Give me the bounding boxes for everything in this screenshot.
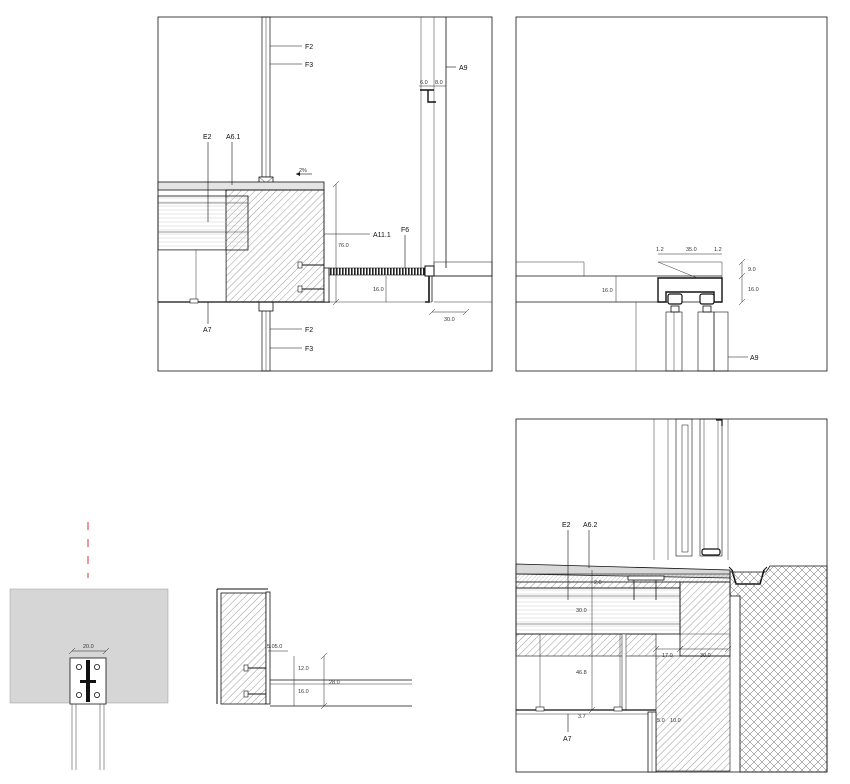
label-a7-top: A7: [203, 327, 212, 334]
dim-28: 28.0: [329, 680, 340, 686]
label-f2-bottom: F2: [305, 327, 313, 334]
slope-label: 2%: [299, 168, 307, 174]
lower-clamp: [258, 301, 274, 312]
dim-16: 16.0: [373, 287, 384, 293]
panel-edge-frame: [515, 16, 828, 372]
label-a6-2: A6.2: [583, 522, 598, 529]
panel-main-frame: [157, 16, 493, 372]
label-e2: E2: [203, 134, 212, 141]
panel-main-section: 76.0 16.0 30.0 6.0 8.0 2% F2 F3 A9 E2 A6…: [157, 16, 493, 372]
dim-10: 10.0: [670, 718, 681, 724]
label-a11-1: A11.1: [373, 232, 391, 239]
steel-grating-f6: [328, 267, 426, 276]
masonry-wall: [729, 565, 828, 773]
label-a9: A9: [459, 65, 468, 72]
dim-30: 30.0: [444, 317, 455, 323]
label-a7-junction: A7: [563, 736, 572, 743]
dim-35: 35.0: [686, 247, 697, 253]
dim-1-2-right: 1.2: [714, 247, 722, 253]
dim-16-side: 16.0: [748, 287, 759, 293]
panel-slab-edge: 5.05.0 12.0 16.0 28.0: [216, 588, 412, 710]
dim-20: 20.0: [83, 644, 94, 650]
label-f6: F6: [401, 227, 409, 234]
dim-16-lower: 16.0: [298, 689, 309, 695]
dim-76: 76.0: [338, 243, 349, 249]
dim-5-05: 5.05.0: [267, 644, 282, 650]
dim-3-7: 3.7: [578, 714, 586, 720]
dim-1-2-left: 1.2: [656, 247, 664, 253]
label-f3-top: F3: [305, 62, 313, 69]
label-e2-junction: E2: [562, 522, 571, 529]
dim-16-right: 16.0: [602, 288, 613, 294]
dim-46-8: 46.8: [576, 670, 587, 676]
panel-edge-section: 1.2 35.0 1.2 16.0 9.0 16.0 A9: [515, 16, 828, 372]
sliding-rail: [657, 277, 723, 303]
dim-30-beam: 30.0: [576, 608, 587, 614]
slab-edge-concrete: [220, 592, 267, 705]
dim-17: 17.0: [662, 653, 673, 659]
panel-plate-detail: 20.0: [9, 522, 169, 770]
dim-6: 6.0: [420, 80, 428, 86]
timber-beam-e2: [157, 195, 249, 251]
dim-12: 12.0: [298, 666, 309, 672]
dim-9: 9.0: [748, 267, 756, 273]
panel-wall-junction: 2.0 30.0 46.8 17.0 30.0 3.7 5.0 10.0 E2 …: [515, 418, 828, 773]
dim-30-wall: 30.0: [700, 653, 711, 659]
floor-finish: [157, 181, 325, 191]
label-f3-bottom: F3: [305, 346, 313, 353]
label-a6-1: A6.1: [226, 134, 241, 141]
dim-8: 8.0: [435, 80, 443, 86]
label-f2-top: F2: [305, 44, 313, 51]
junction-timber-beam: [515, 587, 681, 635]
dim-5: 5.0: [657, 718, 665, 724]
label-a9-right: A9: [750, 355, 759, 362]
dim-2: 2.0: [594, 580, 602, 586]
